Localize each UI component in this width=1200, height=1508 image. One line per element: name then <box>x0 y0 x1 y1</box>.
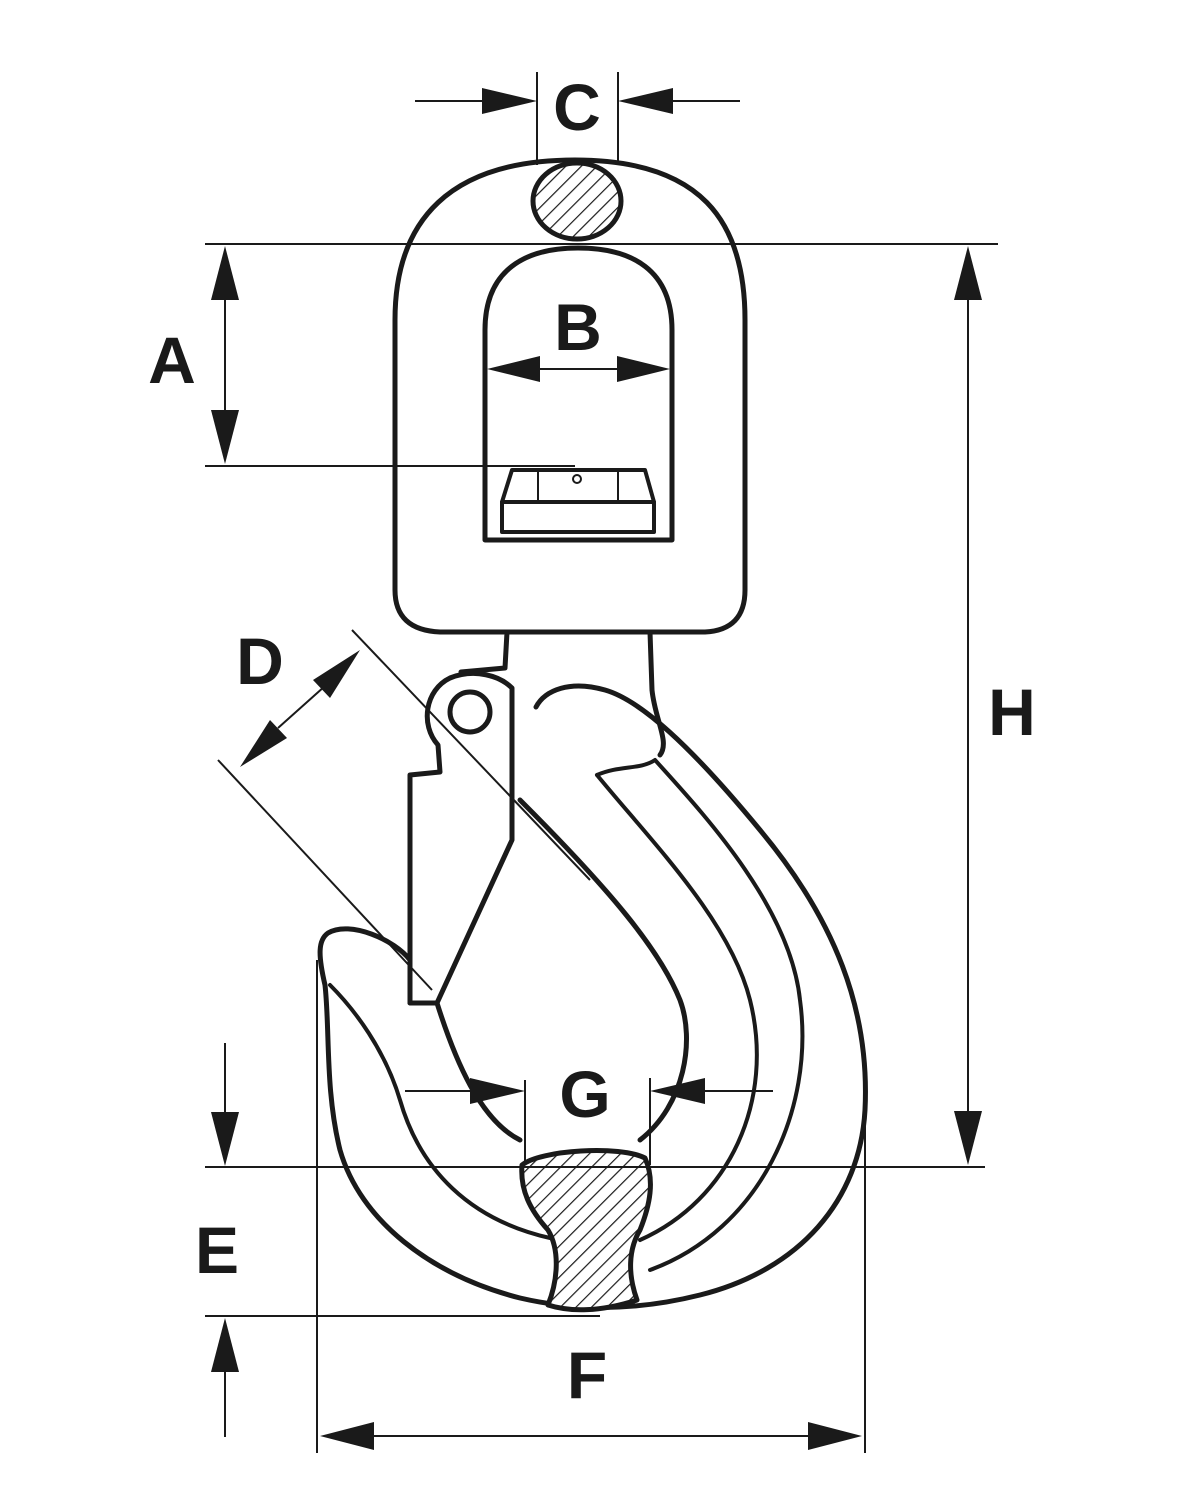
latch-pivot <box>447 689 493 735</box>
hook-body <box>317 683 868 1313</box>
dimension-c: C <box>415 70 740 165</box>
swivel-eye <box>392 157 748 635</box>
dimension-d: D <box>217 624 591 991</box>
label-e: E <box>195 1213 239 1287</box>
eye-cross-section <box>530 160 624 242</box>
label-b: B <box>554 290 602 364</box>
label-g: G <box>559 1057 610 1131</box>
dimension-a: A <box>148 243 998 467</box>
dimension-f: F <box>316 960 866 1453</box>
label-h: H <box>988 675 1036 749</box>
hook-cross-section <box>519 1148 653 1313</box>
dimension-b: B <box>487 290 670 382</box>
label-c: C <box>553 70 601 144</box>
dimension-h: H <box>954 246 1036 1165</box>
safety-latch <box>407 670 515 1006</box>
label-d: D <box>236 624 284 698</box>
dimension-e: E <box>195 1043 985 1437</box>
label-f: F <box>567 1338 607 1412</box>
label-a: A <box>148 323 196 397</box>
bearing-nut <box>500 468 656 534</box>
dimension-g: G <box>405 1057 773 1165</box>
